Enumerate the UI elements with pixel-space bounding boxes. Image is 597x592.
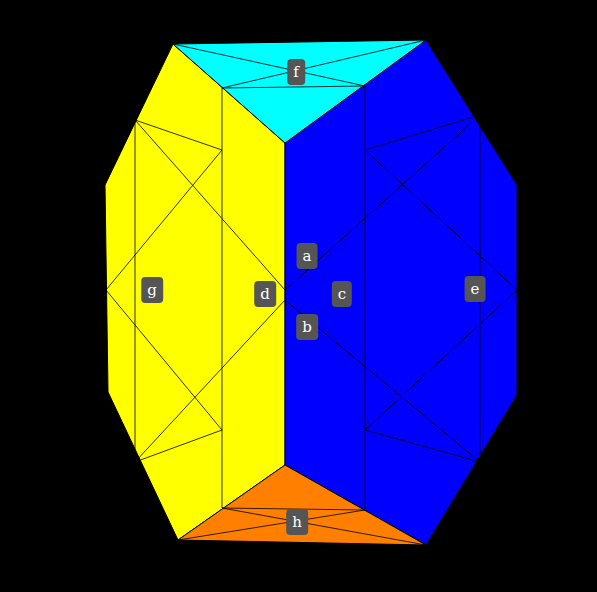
face-label: g bbox=[141, 277, 163, 303]
face-label: c bbox=[332, 281, 352, 307]
face-label: d bbox=[254, 281, 276, 307]
face-label: e bbox=[465, 276, 486, 302]
edge-lines bbox=[106, 40, 517, 545]
face-label: a bbox=[297, 243, 318, 269]
cyan-face bbox=[173, 40, 426, 143]
face-label: f bbox=[287, 59, 305, 85]
orange-face bbox=[178, 465, 426, 545]
face-label: b bbox=[296, 314, 318, 340]
face-label: h bbox=[286, 509, 308, 535]
